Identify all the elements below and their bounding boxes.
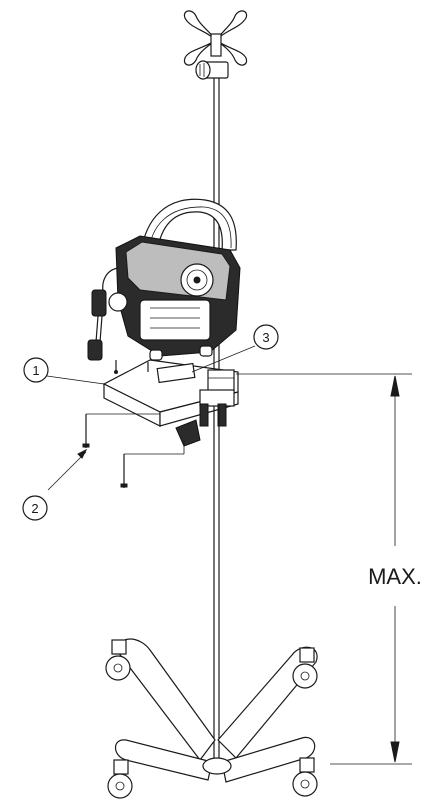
svg-text:3: 3 [262, 330, 269, 345]
lower-pole [213, 406, 220, 760]
base [114, 638, 318, 783]
screw-left [82, 414, 90, 448]
iv-hooks [183, 10, 248, 66]
svg-text:1: 1 [32, 363, 39, 378]
casters [105, 639, 318, 799]
dimension-label: MAX. [368, 564, 422, 589]
screw-bottom [120, 454, 128, 488]
leader-lines [46, 345, 256, 491]
height-adjust-knob [195, 60, 229, 80]
height-dimension: MAX. [236, 373, 422, 765]
svg-text:2: 2 [31, 501, 38, 516]
callout-1: 1 [23, 357, 49, 383]
callout-2: 2 [22, 495, 48, 521]
pump-unit [87, 198, 241, 361]
pole-clamp [175, 369, 235, 447]
callout-3: 3 [253, 324, 279, 350]
